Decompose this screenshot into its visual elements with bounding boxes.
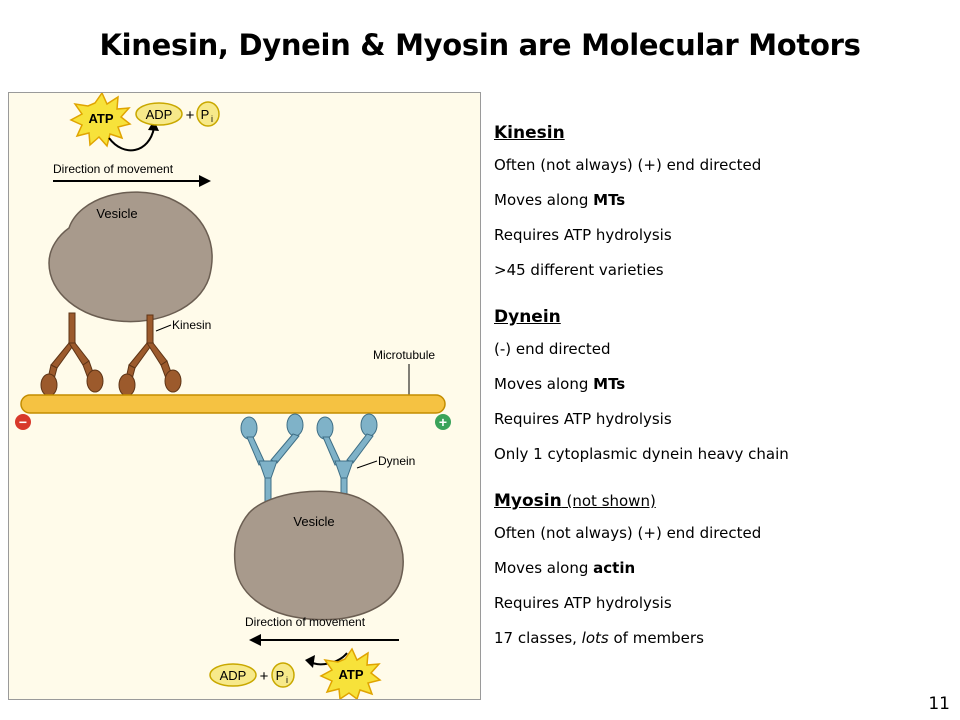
motor-proteins-figure: ATP ADP + P i Direction of movement Vesi… xyxy=(8,92,481,700)
microtubule-label: Microtubule xyxy=(373,348,435,362)
myosin-line-4-text: 17 classes, xyxy=(494,629,582,647)
motor-descriptions: Kinesin Often (not always) (+) end direc… xyxy=(494,118,950,656)
kinesin-line-3: Requires ATP hydrolysis xyxy=(494,226,672,244)
dynein-motor-2 xyxy=(316,413,378,504)
plus-sign-top: + xyxy=(186,107,195,124)
atp-star-top: ATP xyxy=(69,93,132,148)
minus-end-label: − xyxy=(19,414,27,430)
pi-label-bottom: P xyxy=(276,668,285,683)
dynein-line-4: Only 1 cytoplasmic dynein heavy chain xyxy=(494,445,789,463)
myosin-heading-text: Myosin xyxy=(494,491,562,511)
kinesin-line-1: Often (not always) (+) end directed xyxy=(494,156,762,174)
dynein-line-2: Moves along MTs xyxy=(494,367,950,402)
myosin-heading: Myosin (not shown) xyxy=(494,486,950,516)
plus-end-marker xyxy=(435,414,451,430)
myosin-line-4-tail: of members xyxy=(608,629,704,647)
direction-label-top: Direction of movement xyxy=(53,162,174,176)
myosin-heading-note: (not shown) xyxy=(561,492,656,510)
adp-label-top: ADP xyxy=(146,107,173,122)
adp-pill-top: ADP xyxy=(135,102,183,126)
reaction-arrowhead-top xyxy=(148,120,159,131)
direction-label-bottom: Direction of movement xyxy=(245,615,366,629)
dynein-line-3: Requires ATP hydrolysis xyxy=(494,410,672,428)
kinesin-line-4: >45 different varieties xyxy=(494,261,664,279)
atp-star-bottom: ATP xyxy=(319,647,382,699)
kinesin-pointer xyxy=(155,324,172,332)
slide-title: Kinesin, Dynein & Myosin are Molecular M… xyxy=(99,28,861,62)
pi-sub-top: i xyxy=(211,114,213,124)
myosin-line-4: 17 classes, lots of members xyxy=(494,621,950,656)
page-number: 11 xyxy=(928,694,950,714)
dynein-line-1: (-) end directed xyxy=(494,340,611,358)
myosin-line-2-text: Moves along xyxy=(494,559,594,577)
pi-pill-top: P i xyxy=(196,101,220,127)
kinesin-line-2-bold: MTs xyxy=(593,191,626,209)
dynein-line-2-bold: MTs xyxy=(593,375,626,393)
dynein-motor-1 xyxy=(240,413,304,504)
atp-label-bottom: ATP xyxy=(338,667,363,682)
vesicle-top xyxy=(48,191,213,323)
myosin-line-2-bold: actin xyxy=(593,559,636,577)
pi-label-top: P xyxy=(201,107,210,122)
plus-sign-bottom: + xyxy=(260,668,269,685)
microtubule xyxy=(20,394,446,414)
reaction-arrow-top xyxy=(108,127,155,152)
kinesin-motor-2 xyxy=(118,314,182,397)
pi-pill-bottom: P i xyxy=(271,662,295,688)
atp-label-top: ATP xyxy=(88,111,113,126)
myosin-line-3: Requires ATP hydrolysis xyxy=(494,594,672,612)
dynein-pointer xyxy=(356,460,378,469)
kinesin-line-2: Moves along MTs xyxy=(494,183,950,218)
kinesin-label: Kinesin xyxy=(172,318,211,332)
kinesin-line-2-text: Moves along xyxy=(494,191,594,209)
reaction-arrowhead-bottom xyxy=(305,655,315,668)
adp-pill-bottom: ADP xyxy=(209,663,257,687)
vesicle-label-bottom: Vesicle xyxy=(293,514,334,529)
myosin-line-4-italic: lots xyxy=(581,629,609,647)
motor-diagram: ATP ADP + P i Direction of movement Vesi… xyxy=(15,93,451,699)
plus-end-label: + xyxy=(439,414,447,430)
direction-arrowhead-bottom xyxy=(249,634,261,646)
minus-end-marker xyxy=(15,414,31,430)
myosin-line-1: Often (not always) (+) end directed xyxy=(494,524,762,542)
vesicle-bottom xyxy=(233,490,404,621)
dynein-label: Dynein xyxy=(378,454,415,468)
kinesin-motor-1 xyxy=(40,312,104,397)
pi-sub-bottom: i xyxy=(286,675,288,685)
kinesin-heading: Kinesin xyxy=(494,123,565,143)
vesicle-label-top: Vesicle xyxy=(96,206,137,221)
dynein-line-2-text: Moves along xyxy=(494,375,594,393)
direction-arrowhead-top xyxy=(199,175,211,187)
dynein-heading: Dynein xyxy=(494,307,561,327)
myosin-line-2: Moves along actin xyxy=(494,551,950,586)
adp-label-bottom: ADP xyxy=(220,668,247,683)
